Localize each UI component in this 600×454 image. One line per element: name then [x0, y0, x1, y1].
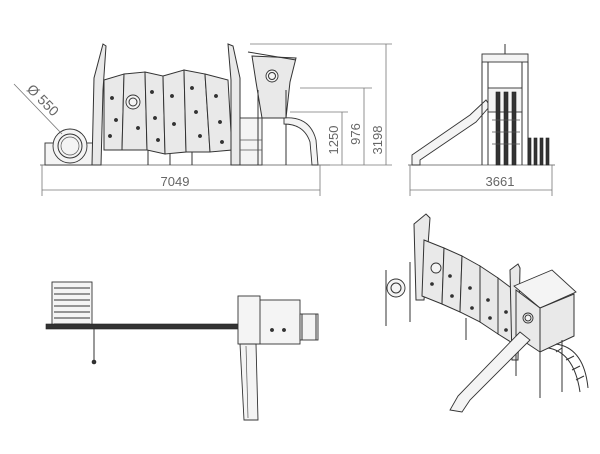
iso-tower-roof — [513, 269, 577, 309]
plan-net — [51, 281, 93, 329]
front-tower — [239, 51, 319, 166]
plan-slide — [239, 343, 259, 421]
tower-slide — [283, 117, 319, 166]
height-1250-label: 1250 — [326, 126, 341, 155]
plan-bridge — [45, 323, 245, 330]
side-ladder — [492, 91, 520, 166]
side-elevation: 3661 — [408, 44, 555, 196]
iso-crawl-tube — [386, 278, 406, 298]
iso-slide — [449, 331, 531, 413]
wall-porthole — [125, 94, 141, 110]
side-net — [527, 137, 550, 166]
tower-porthole — [265, 69, 279, 83]
left-tall-post — [91, 43, 107, 166]
side-roof — [481, 53, 529, 63]
isometric-view — [385, 213, 589, 413]
plan-slide-exit — [299, 313, 319, 341]
climbing-wall — [103, 69, 233, 165]
diameter-leader — [13, 83, 63, 135]
iso-climbing-wall — [421, 239, 515, 345]
height-3198-label: 3198 — [370, 126, 385, 155]
front-width-label: 7049 — [161, 174, 190, 189]
tower-roof-panel — [251, 55, 297, 119]
side-slide — [411, 99, 491, 166]
plan-view — [45, 281, 319, 421]
side-width-label: 3661 — [486, 174, 515, 189]
height-976-label: 976 — [348, 123, 363, 145]
iso-ladder — [547, 343, 589, 393]
crawl-tube-inner — [57, 133, 83, 159]
front-elevation: 7049 Ø 550 1250 976 3198 — [13, 43, 392, 196]
